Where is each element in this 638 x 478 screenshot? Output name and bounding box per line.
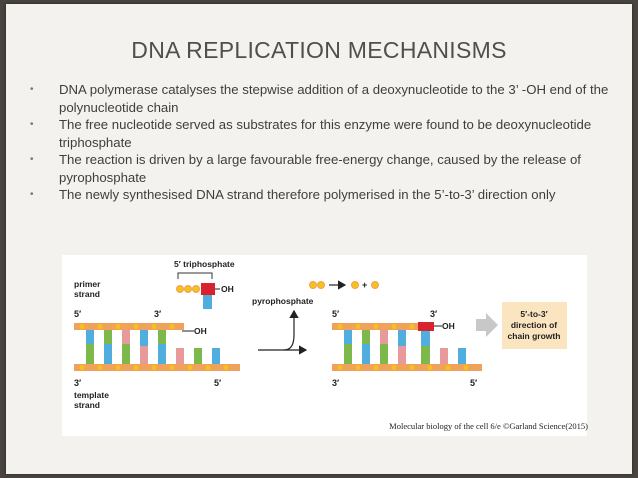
dna-polymerization-figure: 5′ triphosphate primer strand OH 5′ 3′ — [62, 255, 587, 436]
bullet-dot-icon: • — [30, 154, 34, 165]
bullet-item: •The reaction is driven by a large favou… — [30, 152, 581, 185]
growth-direction-arrow — [476, 313, 498, 337]
template-label-1: template — [74, 390, 109, 400]
product-oh-label: OH — [442, 321, 455, 331]
bullet-list: •DNA polymerase catalyses the stepwise a… — [30, 81, 610, 204]
slide: DNA REPLICATION MECHANISMS •DNA polymera… — [6, 4, 632, 474]
bullet-dot-icon: • — [30, 119, 34, 130]
direction-box — [502, 302, 567, 349]
left-primer-strand — [74, 323, 184, 346]
left-template-strand — [74, 344, 240, 371]
triphosphate-label: 5′ triphosphate — [174, 259, 235, 269]
slide-title: DNA REPLICATION MECHANISMS — [131, 37, 507, 63]
phosphate-dot — [176, 285, 184, 293]
bullet-item: •The free nucleotide served as substrate… — [30, 117, 592, 150]
pyrophosphate-label: pyrophosphate — [252, 296, 314, 306]
triphosphate-bracket — [177, 272, 213, 279]
phosphate-dot — [184, 285, 192, 293]
template-label-2: strand — [74, 400, 100, 410]
incoming-base — [203, 295, 212, 309]
bullet-item: •DNA polymerase catalyses the stepwise a… — [30, 82, 609, 115]
pyrophosphate-release: + — [309, 280, 379, 290]
incoming-sugar — [201, 283, 215, 295]
direction-line-2: direction of — [511, 320, 557, 330]
incoming-nucleotide — [176, 283, 220, 309]
bullet-item: •The newly synthesised DNA strand theref… — [30, 187, 556, 202]
primer-oh-label: OH — [194, 326, 207, 336]
product-5prime-label: 5′ — [332, 309, 339, 319]
product-template-5prime-label: 5′ — [470, 378, 477, 388]
figure-caption: Molecular biology of the cell 6/e ©Garla… — [389, 421, 588, 431]
product-template-3prime-label: 3′ — [332, 378, 339, 388]
reaction-arrow — [258, 309, 299, 351]
svg-text:+: + — [362, 280, 367, 290]
template-5prime-label: 5′ — [214, 378, 221, 388]
bullet-dot-icon: • — [30, 189, 34, 200]
primer-label-2: strand — [74, 289, 100, 299]
right-template-strand — [332, 344, 482, 371]
template-3prime-label: 3′ — [74, 378, 81, 388]
direction-line-3: chain growth — [508, 331, 561, 341]
product-3prime-label: 3′ — [430, 309, 437, 319]
phosphate-dot — [192, 285, 200, 293]
primer-5prime-label: 5′ — [74, 309, 81, 319]
figure-svg: 5′ triphosphate primer strand OH 5′ 3′ — [74, 259, 567, 410]
primer-label-1: primer — [74, 279, 101, 289]
primer-3prime-label: 3′ — [154, 309, 161, 319]
bullet-dot-icon: • — [30, 84, 34, 95]
incoming-oh-label: OH — [221, 284, 234, 294]
right-primer-strand — [332, 322, 434, 346]
direction-line-1: 5′-to-3′ — [520, 309, 547, 319]
